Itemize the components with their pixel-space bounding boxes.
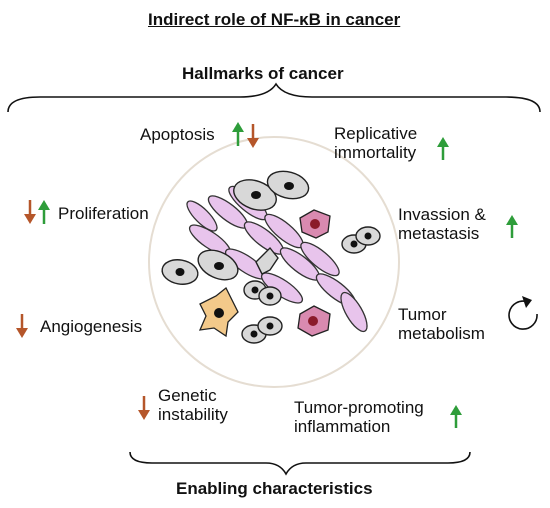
- label-tumor-metabolism: Tumor metabolism: [398, 305, 485, 343]
- label-invasion-metastasis: Invassion & metastasis: [398, 205, 486, 243]
- arrow-down-icon: [247, 124, 259, 148]
- enabling-header: Enabling characteristics: [176, 479, 373, 498]
- arrow-up-icon: [232, 122, 244, 146]
- cycle-icon: [508, 296, 538, 330]
- label-angiogenesis: Angiogenesis: [40, 317, 143, 336]
- proliferation-arrows: [24, 200, 50, 224]
- bottom-brace: [129, 451, 471, 476]
- diagram-title: Indirect role of NF-κB in cancer: [148, 10, 401, 29]
- replicative-arrow-up-icon: [437, 137, 449, 160]
- top-brace: [7, 82, 541, 113]
- invasion-arrow-up-icon: [506, 215, 518, 238]
- hallmarks-header: Hallmarks of cancer: [182, 64, 344, 83]
- angiogenesis-arrow-down-icon: [16, 314, 28, 338]
- tumor-cells-icon: [161, 170, 381, 344]
- arrow-down-icon: [24, 200, 36, 224]
- label-genetic-instability: Genetic instability: [158, 386, 228, 424]
- label-tumor-promoting-inflammation: Tumor-promoting inflammation: [294, 398, 424, 436]
- inflammation-arrow-up-icon: [450, 405, 462, 428]
- label-apoptosis: Apoptosis: [140, 125, 215, 144]
- label-replicative-immortality: Replicative immortality: [334, 124, 418, 162]
- apoptosis-arrows: [232, 122, 259, 148]
- genetic-arrow-down-icon: [138, 396, 150, 420]
- arrow-up-icon: [38, 200, 50, 224]
- label-proliferation: Proliferation: [58, 204, 149, 223]
